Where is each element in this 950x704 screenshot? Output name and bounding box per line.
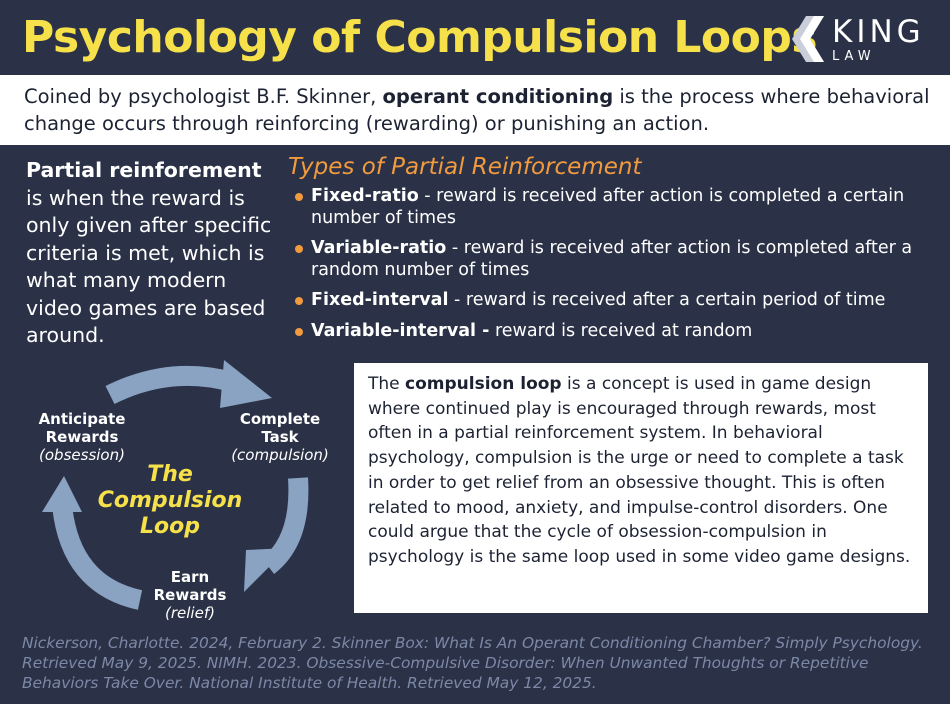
list-item: Variable-interval - reward is received a… bbox=[295, 321, 935, 343]
type-term: Variable-ratio bbox=[311, 238, 447, 258]
node-title: Complete bbox=[239, 410, 321, 428]
center-line: The bbox=[147, 462, 193, 487]
loop-arrow-left bbox=[52, 503, 143, 610]
logo-word: KING bbox=[832, 14, 925, 50]
type-term: Variable-interval - bbox=[311, 320, 490, 341]
list-item: Fixed-ratio - reward is received after a… bbox=[295, 186, 935, 229]
bullet-icon bbox=[295, 193, 303, 201]
type-description: - reward is received after action is com… bbox=[311, 238, 913, 280]
list-item: Fixed-interval - reward is received afte… bbox=[295, 290, 935, 312]
bullet-icon bbox=[295, 327, 303, 336]
center-line: Compulsion bbox=[97, 488, 243, 513]
partial-reinforcement-definition: Partial reinforement is when the reward … bbox=[26, 157, 276, 350]
node-title: Rewards bbox=[45, 428, 119, 446]
node-title: Task bbox=[261, 428, 299, 446]
logo-subword: LAW bbox=[832, 49, 876, 64]
box-text-post: is a concept is used in game design wher… bbox=[368, 374, 911, 567]
compulsion-loop-diagram bbox=[42, 360, 309, 610]
king-law-logo: KING LAW bbox=[792, 14, 937, 64]
center-line: Loop bbox=[140, 514, 200, 539]
node-title: Rewards bbox=[153, 586, 227, 604]
arrowhead-icon bbox=[42, 476, 82, 512]
node-title: Earn bbox=[170, 568, 210, 586]
bullet-icon bbox=[295, 297, 303, 305]
type-term: Fixed-ratio bbox=[311, 186, 419, 206]
loop-center-label: The Compulsion Loop bbox=[95, 462, 245, 540]
arrowhead-icon bbox=[244, 548, 288, 592]
type-description: - reward is received after a certain per… bbox=[448, 290, 886, 310]
node-subtitle: (relief) bbox=[165, 604, 215, 622]
type-description: - reward is received after action is com… bbox=[311, 186, 905, 228]
bullet-icon bbox=[295, 245, 303, 253]
chevron-logo-icon bbox=[792, 16, 824, 62]
node-subtitle: (compulsion) bbox=[231, 446, 329, 464]
loop-node-complete: Complete Task (compulsion) bbox=[218, 410, 342, 464]
partial-term: Partial reinforement bbox=[26, 158, 262, 182]
intro-banner: Coined by psychologist B.F. Skinner, ope… bbox=[0, 75, 950, 145]
compulsion-loop-explanation: The compulsion loop is a concept is used… bbox=[354, 363, 928, 613]
citation: Nickerson, Charlotte. 2024, February 2. … bbox=[22, 634, 923, 693]
type-description: reward is received at random bbox=[489, 320, 753, 341]
arrowhead-icon bbox=[220, 360, 272, 408]
box-text-pre: The bbox=[368, 374, 406, 394]
types-list: Fixed-ratio - reward is received after a… bbox=[295, 186, 935, 351]
type-term: Fixed-interval bbox=[311, 290, 449, 310]
intro-text-post: is the process where behavioral change o… bbox=[24, 85, 930, 135]
loop-node-earn: Earn Rewards (relief) bbox=[130, 568, 250, 622]
intro-text-pre: Coined by psychologist B.F. Skinner, bbox=[24, 85, 383, 108]
node-subtitle: (obsession) bbox=[39, 446, 125, 464]
box-term: compulsion loop bbox=[405, 374, 562, 394]
loop-node-anticipate: Anticipate Rewards (obsession) bbox=[22, 410, 142, 464]
intro-term: operant conditioning bbox=[382, 85, 614, 108]
types-heading: Types of Partial Reinforcement bbox=[288, 154, 642, 180]
node-title: Anticipate bbox=[38, 410, 126, 428]
partial-description: is when the reward is only given after s… bbox=[26, 185, 272, 348]
loop-arrow-top bbox=[105, 365, 235, 405]
page-title: Psychology of Compulsion Loops bbox=[22, 12, 818, 63]
list-item: Variable-ratio - reward is received afte… bbox=[295, 238, 935, 281]
